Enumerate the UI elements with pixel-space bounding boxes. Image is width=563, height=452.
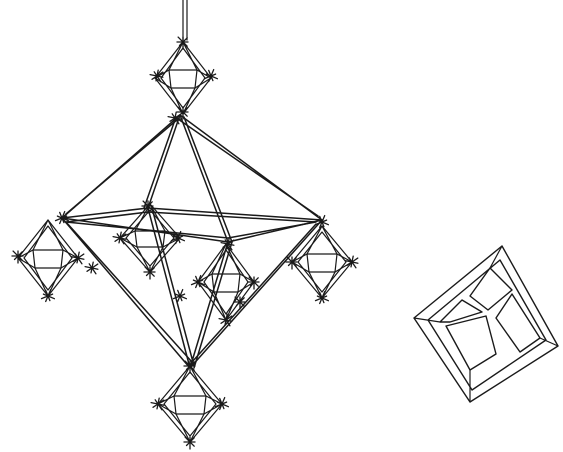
hanging-string — [183, 0, 187, 40]
binding-tuft — [85, 262, 98, 274]
solid-octahedron-illustration — [414, 246, 558, 402]
main-octahedron — [62, 115, 322, 368]
binding-tuft — [184, 437, 195, 449]
binding-tuft — [345, 256, 358, 268]
binding-tufts — [12, 37, 358, 449]
small-octahedron-top — [155, 42, 211, 114]
binding-tuft — [192, 276, 205, 288]
small-octahedron-bottom — [158, 366, 222, 442]
small-octahedron-mid-right — [198, 244, 254, 320]
binding-tuft — [144, 267, 155, 279]
straw-mobile-illustration — [12, 0, 358, 449]
binding-tuft — [71, 252, 84, 264]
binding-tuft — [12, 251, 23, 263]
binding-tuft — [42, 290, 55, 302]
binding-tuft — [150, 70, 163, 82]
small-octahedron-left — [18, 220, 78, 296]
small-octahedron-right — [292, 226, 352, 298]
